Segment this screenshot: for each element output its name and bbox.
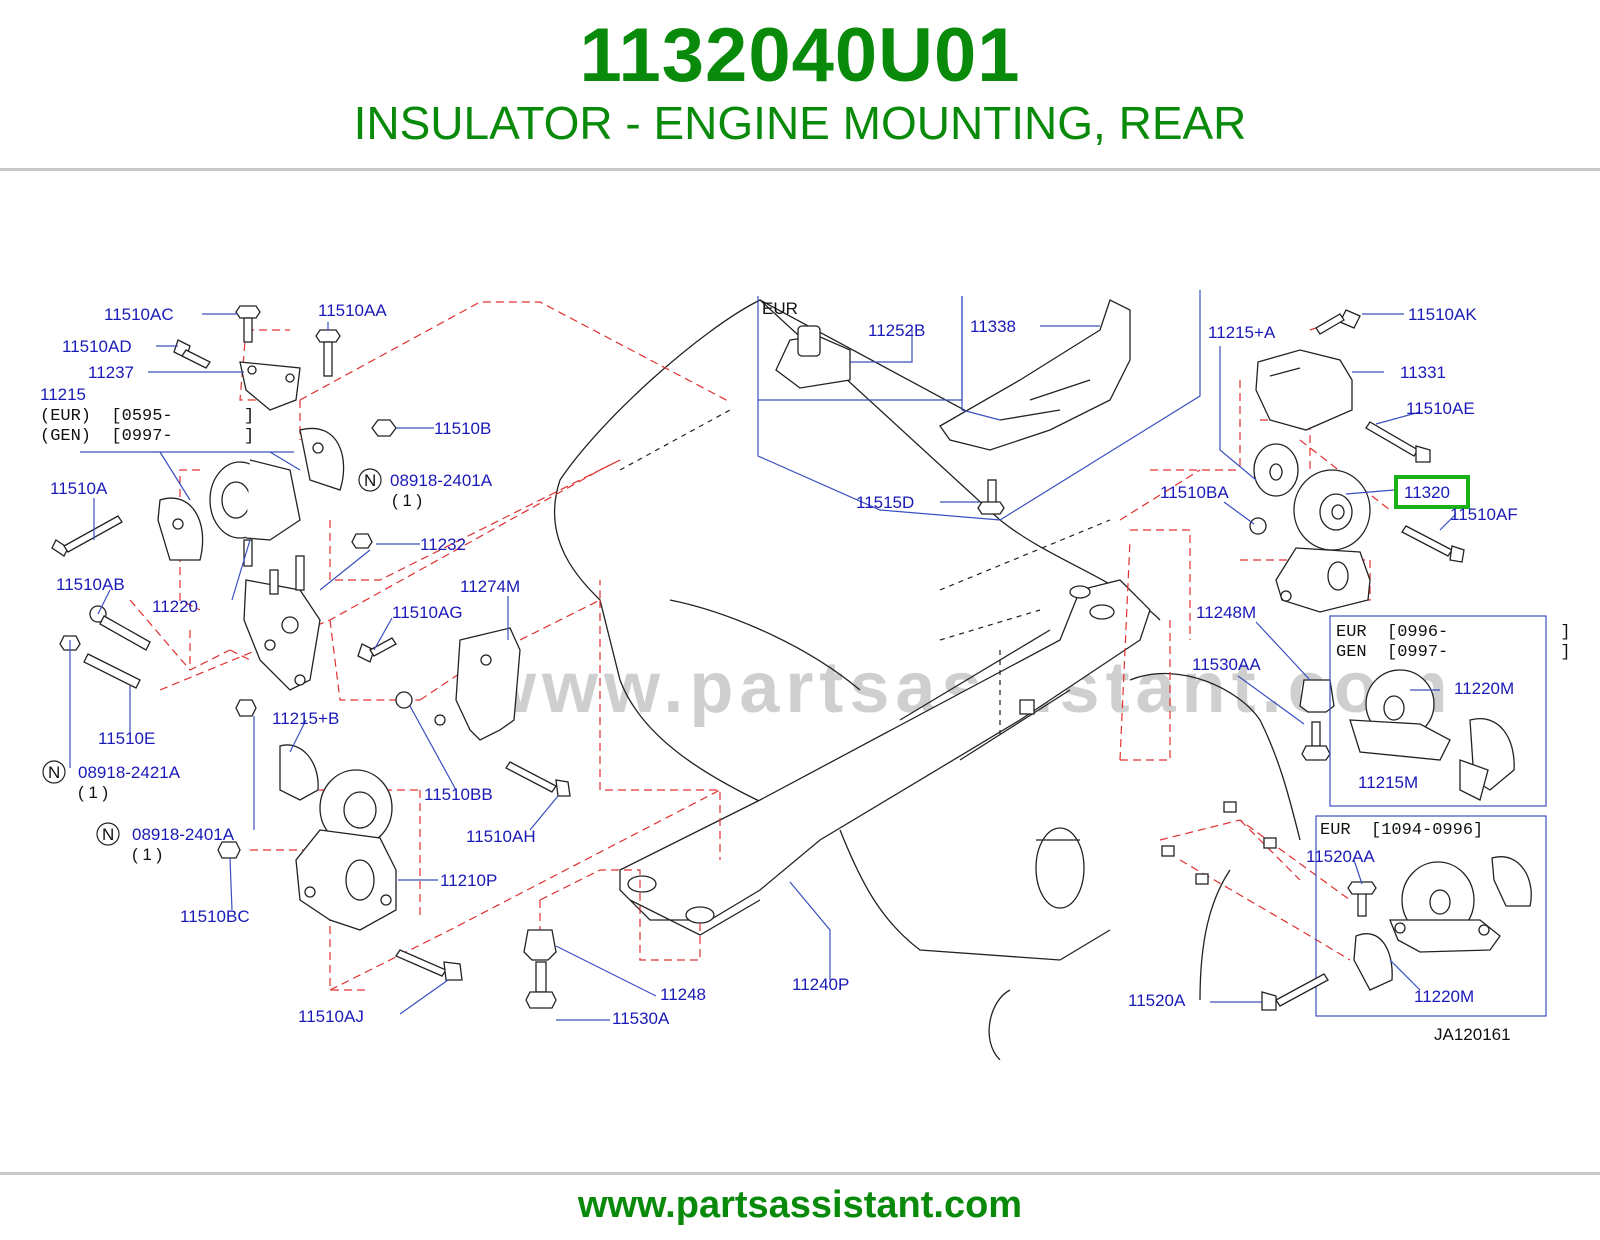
label-11215[interactable]: 11215: [40, 385, 86, 404]
note-box2-gen: GEN [0997- ]: [1336, 643, 1571, 662]
note-qty-1: ( 1 ): [392, 491, 422, 510]
label-11510BB[interactable]: 11510BB: [424, 785, 493, 804]
label-11215A[interactable]: 11215+A: [1208, 323, 1276, 342]
n-symbol-icon: [42, 760, 66, 784]
top-middle-parts: [757, 290, 1201, 521]
parts-diagram: www.partsassistant.com: [40, 290, 1571, 1060]
label-11520A[interactable]: 11520A: [1128, 991, 1186, 1010]
label-11274M[interactable]: 11274M: [460, 577, 520, 596]
label-11510AA[interactable]: 11510AA: [318, 301, 387, 320]
n-symbol-icon: [358, 468, 382, 492]
footer-divider: [0, 1172, 1600, 1175]
highlight-box-11320[interactable]: [1394, 475, 1470, 509]
n-symbol-text: N: [102, 825, 114, 844]
header-divider: [0, 168, 1600, 171]
label-11510AJ[interactable]: 11510AJ: [298, 1007, 364, 1026]
page-header: 1132040U01 INSULATOR - ENGINE MOUNTING, …: [0, 0, 1600, 168]
label-11515D[interactable]: 11515D: [856, 493, 914, 512]
label-11510AB[interactable]: 11510AB: [56, 575, 125, 594]
drawing-code: JA120161: [1434, 1025, 1511, 1044]
label-11510E[interactable]: 11510E: [98, 729, 155, 748]
label-11510AD[interactable]: 11510AD: [62, 337, 132, 356]
label-11220M-b[interactable]: 11220M: [1414, 987, 1474, 1006]
footer-url[interactable]: www.partsassistant.com: [577, 1184, 1023, 1226]
label-11215B[interactable]: 11215+B: [272, 709, 339, 728]
part-number-title: 1132040U01: [579, 13, 1021, 98]
label-11510AE[interactable]: 11510AE: [1406, 399, 1475, 418]
eur-box-title: EUR: [762, 299, 798, 318]
note-qty-1: ( 1 ): [78, 783, 108, 802]
label-11510AF[interactable]: 11510AF: [1450, 505, 1518, 524]
left-engine-mount-assembly: [51, 305, 571, 1009]
label-11220M-a[interactable]: 11220M: [1454, 679, 1514, 698]
note-box2-eur: EUR [0996- ]: [1336, 623, 1571, 642]
label-11240P[interactable]: 11240P: [792, 975, 849, 994]
label-11510BC[interactable]: 11510BC: [180, 907, 250, 926]
label-11530AA[interactable]: 11530AA: [1192, 655, 1261, 674]
label-11338[interactable]: 11338: [970, 317, 1016, 336]
label-08918-2401A-b[interactable]: 08918-2401A: [132, 825, 235, 844]
label-11252B[interactable]: 11252B: [868, 321, 925, 340]
label-11220[interactable]: 11220: [152, 597, 198, 616]
n-symbol-icon: [96, 822, 120, 846]
label-11510AG[interactable]: 11510AG: [392, 603, 463, 622]
note-qty-1: ( 1 ): [132, 845, 162, 864]
part-labels: 11510AC 11510AA 11510AD 11237 11215 (EUR…: [40, 299, 1571, 1044]
label-11510BA[interactable]: 11510BA: [1160, 483, 1229, 502]
label-11215M[interactable]: 11215M: [1358, 773, 1418, 792]
right-engine-mount-assembly: [1161, 309, 1547, 1017]
label-08918-2401A-a[interactable]: 08918-2401A: [390, 471, 493, 490]
note-box3-eur: EUR [1094-0996]: [1320, 821, 1483, 840]
label-11510AH[interactable]: 11510AH: [466, 827, 536, 846]
n-symbol-text: N: [48, 763, 60, 782]
label-11248M[interactable]: 11248M: [1196, 603, 1256, 622]
n-symbol-text: N: [364, 471, 376, 490]
part-name-subtitle: INSULATOR - ENGINE MOUNTING, REAR: [353, 97, 1247, 149]
label-11237[interactable]: 11237: [88, 363, 134, 382]
note-11215-gen: (GEN) [0997- ]: [40, 427, 254, 446]
label-11520AA[interactable]: 11520AA: [1306, 847, 1375, 866]
crossmember-11240P: [619, 579, 1151, 936]
label-11510AC[interactable]: 11510AC: [104, 305, 174, 324]
callout-leaders: [69, 313, 1457, 1021]
label-11331[interactable]: 11331: [1400, 363, 1446, 382]
label-11510A[interactable]: 11510A: [50, 479, 108, 498]
label-11232[interactable]: 11232: [420, 535, 466, 554]
note-11215-eur: (EUR) [0595- ]: [40, 407, 254, 426]
label-11248[interactable]: 11248: [660, 985, 706, 1004]
chassis-outline: [554, 299, 1301, 1060]
label-08918-2421A[interactable]: 08918-2421A: [78, 763, 181, 782]
label-11320[interactable]: 11320: [1404, 483, 1450, 502]
label-11510B[interactable]: 11510B: [434, 419, 491, 438]
label-11530A[interactable]: 11530A: [612, 1009, 670, 1028]
label-11510AK[interactable]: 11510AK: [1408, 305, 1477, 324]
chassis-guides: [619, 409, 1111, 740]
label-11210P[interactable]: 11210P: [440, 871, 497, 890]
